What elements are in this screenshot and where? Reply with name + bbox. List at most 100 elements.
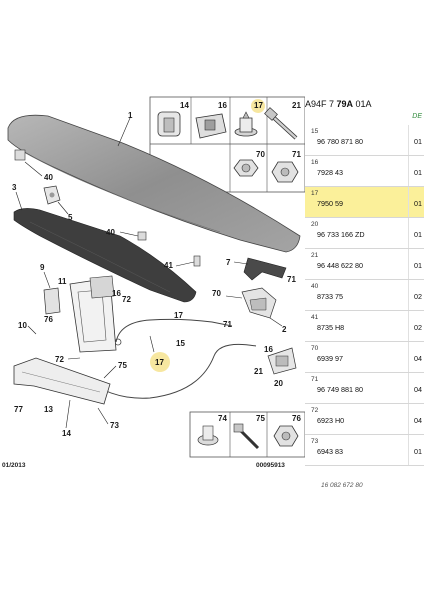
callout-77: 77 [14,405,23,414]
cross-member-13: 13 77 14 73 75 [13,357,127,438]
inset-label-75: 75 [256,414,265,423]
clip-74 [197,425,219,446]
ref-suffix: 01A [353,99,372,109]
inset-label-17: 17 [254,101,263,110]
bracket-clip-16 [195,113,227,139]
inset-label-70: 70 [256,150,265,159]
part-number: 96 749 881 80 [317,385,363,394]
callout-17b-highlighted: 17 [155,358,164,367]
part-quantity: 01 [414,447,422,456]
release-cable-15: 17 15 17 [95,311,257,399]
bonnet-panel: 1 [7,111,301,253]
column-divider [408,404,409,434]
callout-40a: 40 [44,173,53,182]
inset-label-74: 74 [218,414,227,423]
bracket-5: 5 [43,185,73,222]
column-divider [408,373,409,403]
release-handle-20: 21 20 16 [254,345,297,388]
stud-41: 41 [164,255,201,270]
callout-7: 7 [226,258,231,267]
part-quantity: 02 [414,292,422,301]
column-divider [408,342,409,372]
callout-11: 11 [58,277,67,286]
parts-row[interactable]: 73 6943 83 01 [305,435,424,466]
column-divider [408,280,409,310]
part-ref: 73 [311,438,319,445]
part-number: 7950 59 [317,199,343,208]
column-divider [408,187,409,217]
callout-9: 9 [40,263,45,272]
callout-15: 15 [176,339,185,348]
nut-70 [233,159,259,177]
part-quantity: 01 [414,168,422,177]
callout-76: 76 [44,315,53,324]
inset-label-21: 21 [292,101,301,110]
clip-40-middle: 40 [106,228,147,241]
part-ref: 15 [311,128,319,135]
part-ref: 21 [311,252,319,259]
inset-label-16: 16 [218,101,227,110]
callout-5: 5 [68,213,73,222]
section-subheader: DE [305,111,424,123]
bolt-21 [264,107,298,140]
inset-label-71: 71 [292,150,301,159]
column-divider [408,435,409,465]
clip-fastener-14 [157,111,181,137]
exploded-parts-diagram: 14 16 17 21 70 71 [2,96,305,469]
column-divider [408,249,409,279]
callout-71b: 71 [223,320,232,329]
part-number: 6923 H0 [317,416,345,425]
part-quantity: 01 [414,230,422,239]
part-number: 8735 H8 [317,323,345,332]
part-number: 96 780 871 80 [317,137,363,146]
part-ref: 17 [311,190,319,197]
callout-13: 13 [44,405,53,414]
part-number: 96 733 166 ZD [317,230,365,239]
callout-70a: 70 [212,289,221,298]
part-ref: 40 [311,283,319,290]
callout-41: 41 [164,261,173,270]
part-number: 96 448 622 80 [317,261,363,270]
section-label: DE [412,113,422,120]
callout-2: 2 [282,325,287,334]
column-divider [408,218,409,248]
part-quantity: 04 [414,385,422,394]
diagram-date: 01/2013 [2,462,26,469]
callout-71a: 71 [287,275,296,284]
part-number: 6939 97 [317,354,343,363]
parts-row[interactable]: 70 6939 97 04 [305,342,424,373]
ref-prefix: A94F 7 [305,99,337,109]
callout-40b: 40 [106,228,115,237]
push-clip-17 [234,111,258,137]
callout-16a: 16 [112,289,121,298]
callout-17a: 17 [174,311,183,320]
part-number: 6943 83 [317,447,343,456]
callout-1: 1 [128,111,133,120]
part-quantity: 04 [414,416,422,425]
drawing-number: 00095913 [256,462,285,469]
callout-21a: 21 [254,367,263,376]
part-quantity: 02 [414,323,422,332]
inset-label-76: 76 [292,414,301,423]
parts-table-tail: 16 082 672 80 [321,482,363,489]
callout-10: 10 [18,321,27,330]
part-ref: 70 [311,345,319,352]
inset-bottom-fasteners: 74 75 76 [189,411,305,458]
callout-75a: 75 [118,361,127,370]
part-number: 7928 43 [317,168,343,177]
part-quantity: 04 [414,354,422,363]
callout-14: 14 [62,429,71,438]
column-divider [408,156,409,186]
nut-71 [271,161,299,183]
ref-bold: 79A [336,99,354,109]
